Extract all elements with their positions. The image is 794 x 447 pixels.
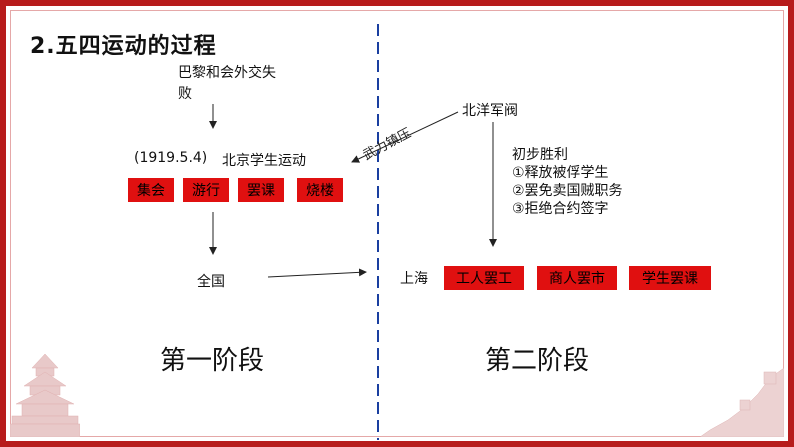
action-box-assembly: 集会 (128, 178, 174, 202)
victory-item: ③拒绝合约签字 (512, 201, 609, 217)
victory-title: 初步胜利 (512, 147, 568, 163)
movement-date: (1919.5.4) (134, 150, 208, 166)
victory-item: ②罢免卖国贼职务 (512, 183, 623, 199)
movement-name: 北京学生运动 (222, 153, 306, 169)
great-wall-decoration (700, 368, 784, 437)
stage-two-label: 第二阶段 (485, 346, 590, 376)
stage-one-label: 第一阶段 (160, 346, 265, 376)
arrow-national-to-shanghai (267, 268, 367, 278)
action-box-student-strike: 学生罢课 (629, 266, 711, 290)
spread-label: 全国 (197, 274, 225, 290)
page-title: 2.五四运动的过程 (30, 34, 217, 59)
suppression-label: 武力镇压 (361, 126, 414, 164)
action-box-strike: 罢课 (238, 178, 284, 202)
warlord-label: 北洋军阀 (462, 103, 518, 119)
action-box-worker-strike: 工人罢工 (444, 266, 524, 290)
cause-line-1: 巴黎和会外交失 (178, 65, 276, 81)
temple-decoration (10, 353, 80, 437)
place-label: 上海 (400, 271, 428, 287)
action-box-merchant-strike: 商人罢市 (537, 266, 617, 290)
action-box-march: 游行 (183, 178, 229, 202)
victory-item: ①释放被俘学生 (512, 165, 609, 181)
inner-frame (10, 10, 784, 437)
action-box-burn: 烧楼 (297, 178, 343, 202)
arrow-suppression (351, 111, 459, 163)
cause-line-2: 败 (178, 86, 192, 102)
